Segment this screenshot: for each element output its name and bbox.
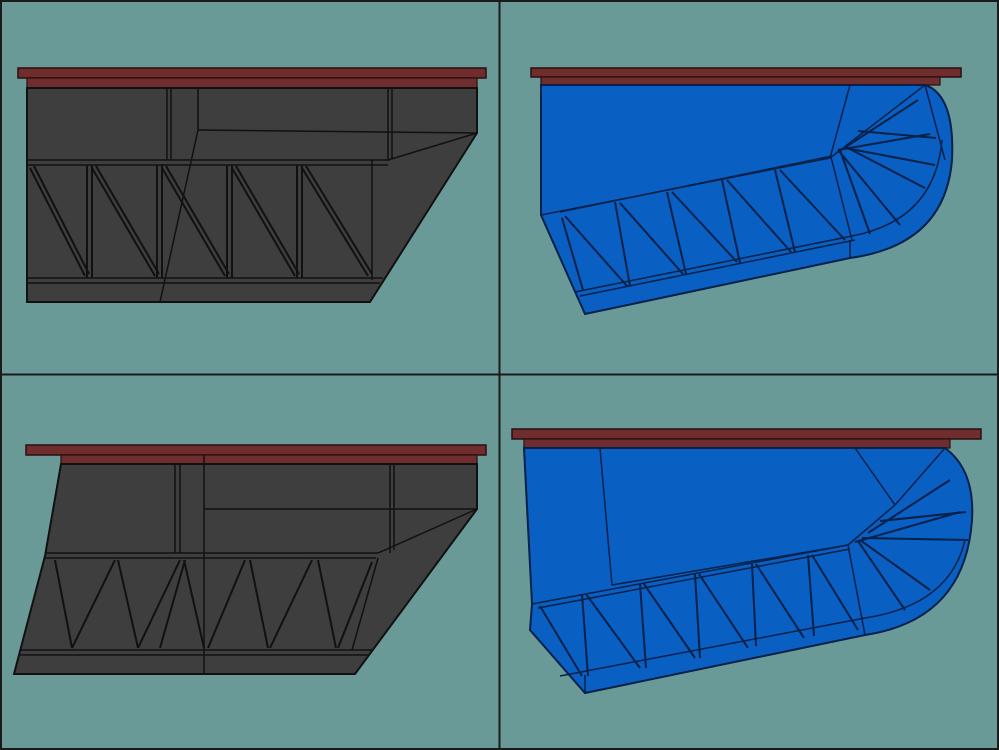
deck-plate — [17, 67, 487, 79]
deck-plate — [25, 444, 487, 456]
deck-girder — [26, 77, 478, 89]
truss-members — [54, 559, 373, 649]
hull-panel-lines — [20, 455, 478, 674]
truss-members — [561, 99, 937, 291]
deck-plate — [511, 428, 982, 440]
deck-plate — [530, 67, 962, 78]
hull-body — [522, 447, 974, 695]
panel-top-left — [17, 67, 487, 303]
truss-members — [29, 165, 373, 278]
deck-girder — [540, 76, 941, 86]
truss-members — [539, 479, 969, 677]
panel-bottom-right — [511, 428, 982, 695]
deck-girder — [523, 438, 951, 449]
hull-panel-lines — [540, 84, 946, 297]
hull-body — [12, 463, 478, 675]
deck-girder — [60, 454, 478, 465]
panel-top-right — [530, 67, 962, 316]
panel-bottom-left — [12, 444, 487, 675]
